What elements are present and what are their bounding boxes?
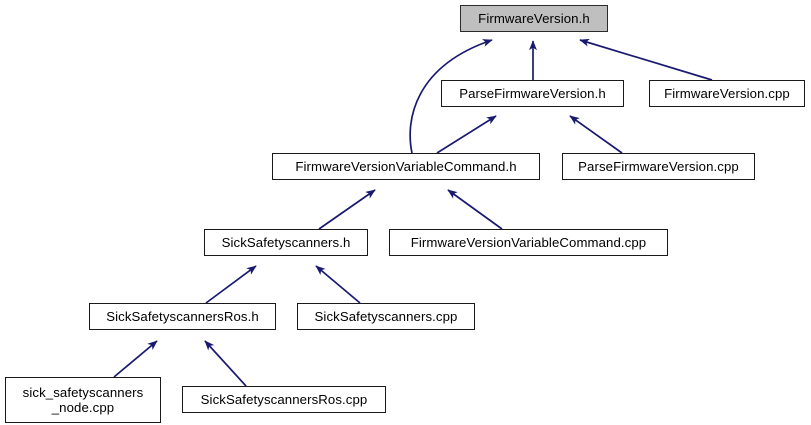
- node-parse-firmware-version-cpp[interactable]: ParseFirmwareVersion.cpp: [562, 153, 755, 180]
- node-firmware-version-variable-command-h[interactable]: FirmwareVersionVariableCommand.h: [272, 153, 540, 180]
- edge-sick-safetyscanners-h-to-firmware-version-variable-command-h: [318, 189, 376, 230]
- node-firmware-version-h[interactable]: FirmwareVersion.h: [460, 5, 608, 32]
- node-sick-safetyscanners-h[interactable]: SickSafetyscanners.h: [204, 229, 368, 256]
- node-label: FirmwareVersion.h: [478, 11, 590, 26]
- node-label: SickSafetyscannersRos.h: [106, 309, 259, 324]
- node-label: ParseFirmwareVersion.cpp: [578, 159, 739, 174]
- edge-sick-safetyscanners-ros-cpp-to-sick-safetyscanners-ros-h: [204, 340, 247, 387]
- node-label: ParseFirmwareVersion.h: [459, 86, 606, 101]
- edge-firmware-version-cpp-to-firmware-version-h: [579, 38, 713, 81]
- node-sick-safetyscanners-ros-h[interactable]: SickSafetyscannersRos.h: [89, 303, 276, 330]
- node-sick-safetyscanners-ros-cpp[interactable]: SickSafetyscannersRos.cpp: [182, 386, 386, 413]
- node-parse-firmware-version-h[interactable]: ParseFirmwareVersion.h: [441, 80, 624, 107]
- node-label: SickSafetyscannersRos.cpp: [200, 392, 368, 407]
- node-firmware-version-variable-command-cpp[interactable]: FirmwareVersionVariableCommand.cpp: [389, 229, 668, 256]
- edge-sick-safetyscanners-cpp-to-sick-safetyscanners-h: [315, 265, 361, 304]
- edge-sick-safetyscanners-node-cpp-to-sick-safetyscanners-ros-h: [113, 340, 158, 378]
- node-label: FirmwareVersion.cpp: [664, 86, 790, 101]
- node-label: sick_safetyscanners _node.cpp: [22, 385, 144, 415]
- node-label: SickSafetyscanners.h: [221, 235, 351, 250]
- edge-parse-firmware-version-cpp-to-parse-firmware-version-h: [569, 115, 623, 154]
- edge-firmware-version-variable-command-cpp-to-firmware-version-variable-command-h: [447, 189, 503, 230]
- node-firmware-version-cpp[interactable]: FirmwareVersion.cpp: [649, 80, 805, 107]
- edge-sick-safetyscanners-ros-h-to-sick-safetyscanners-h: [205, 265, 257, 304]
- edge-firmware-version-variable-command-h-to-parse-firmware-version-h: [436, 115, 497, 154]
- node-label: SickSafetyscanners.cpp: [314, 309, 458, 324]
- node-sick-safetyscanners-node-cpp[interactable]: sick_safetyscanners _node.cpp: [5, 377, 161, 423]
- node-label: FirmwareVersionVariableCommand.h: [295, 159, 517, 174]
- node-sick-safetyscanners-cpp[interactable]: SickSafetyscanners.cpp: [297, 303, 475, 330]
- node-label: FirmwareVersionVariableCommand.cpp: [410, 235, 647, 250]
